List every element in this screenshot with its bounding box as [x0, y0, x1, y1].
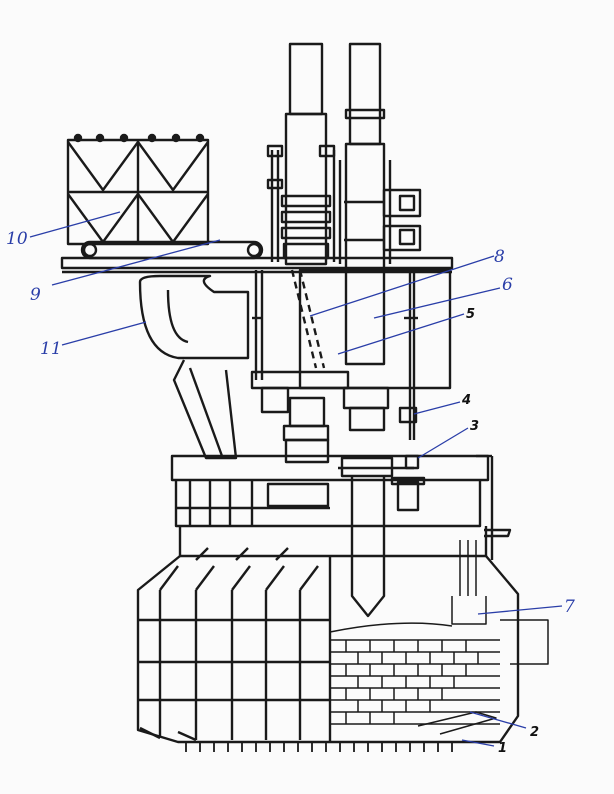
- leader-2: [469, 711, 527, 729]
- electrode-tip: [350, 476, 386, 618]
- hopper: [66, 133, 210, 246]
- leader-lines: [29, 211, 563, 747]
- leader-8: [309, 255, 495, 317]
- callout-1: 1: [498, 741, 507, 756]
- callout-2: 2: [530, 725, 539, 740]
- furnace-cover: [170, 454, 512, 560]
- leader-6: [373, 287, 501, 319]
- bottom-anchors: [178, 741, 500, 752]
- callout-9: 9: [30, 285, 41, 305]
- leader-4: [413, 401, 461, 415]
- electrode-left: [266, 42, 336, 266]
- electrode-right: [338, 42, 422, 366]
- callout-8: 8: [494, 247, 505, 267]
- leader-10: [29, 211, 121, 238]
- gas-duct: [138, 274, 250, 460]
- leader-1: [461, 739, 495, 747]
- callout-7: 7: [564, 597, 575, 617]
- callout-6: 6: [502, 275, 513, 295]
- callout-5: 5: [466, 307, 475, 322]
- callout-4: 4: [461, 393, 471, 408]
- leader-11: [61, 321, 147, 346]
- leader-5: [337, 313, 465, 355]
- callout-3: 3: [470, 419, 479, 434]
- leader-3: [417, 427, 469, 459]
- furnace-shell: [136, 526, 520, 744]
- callout-11: 11: [40, 339, 62, 359]
- refractory-lining: [329, 540, 549, 735]
- leader-7: [477, 605, 563, 615]
- leader-9: [51, 239, 221, 286]
- callout-10: 10: [6, 229, 28, 249]
